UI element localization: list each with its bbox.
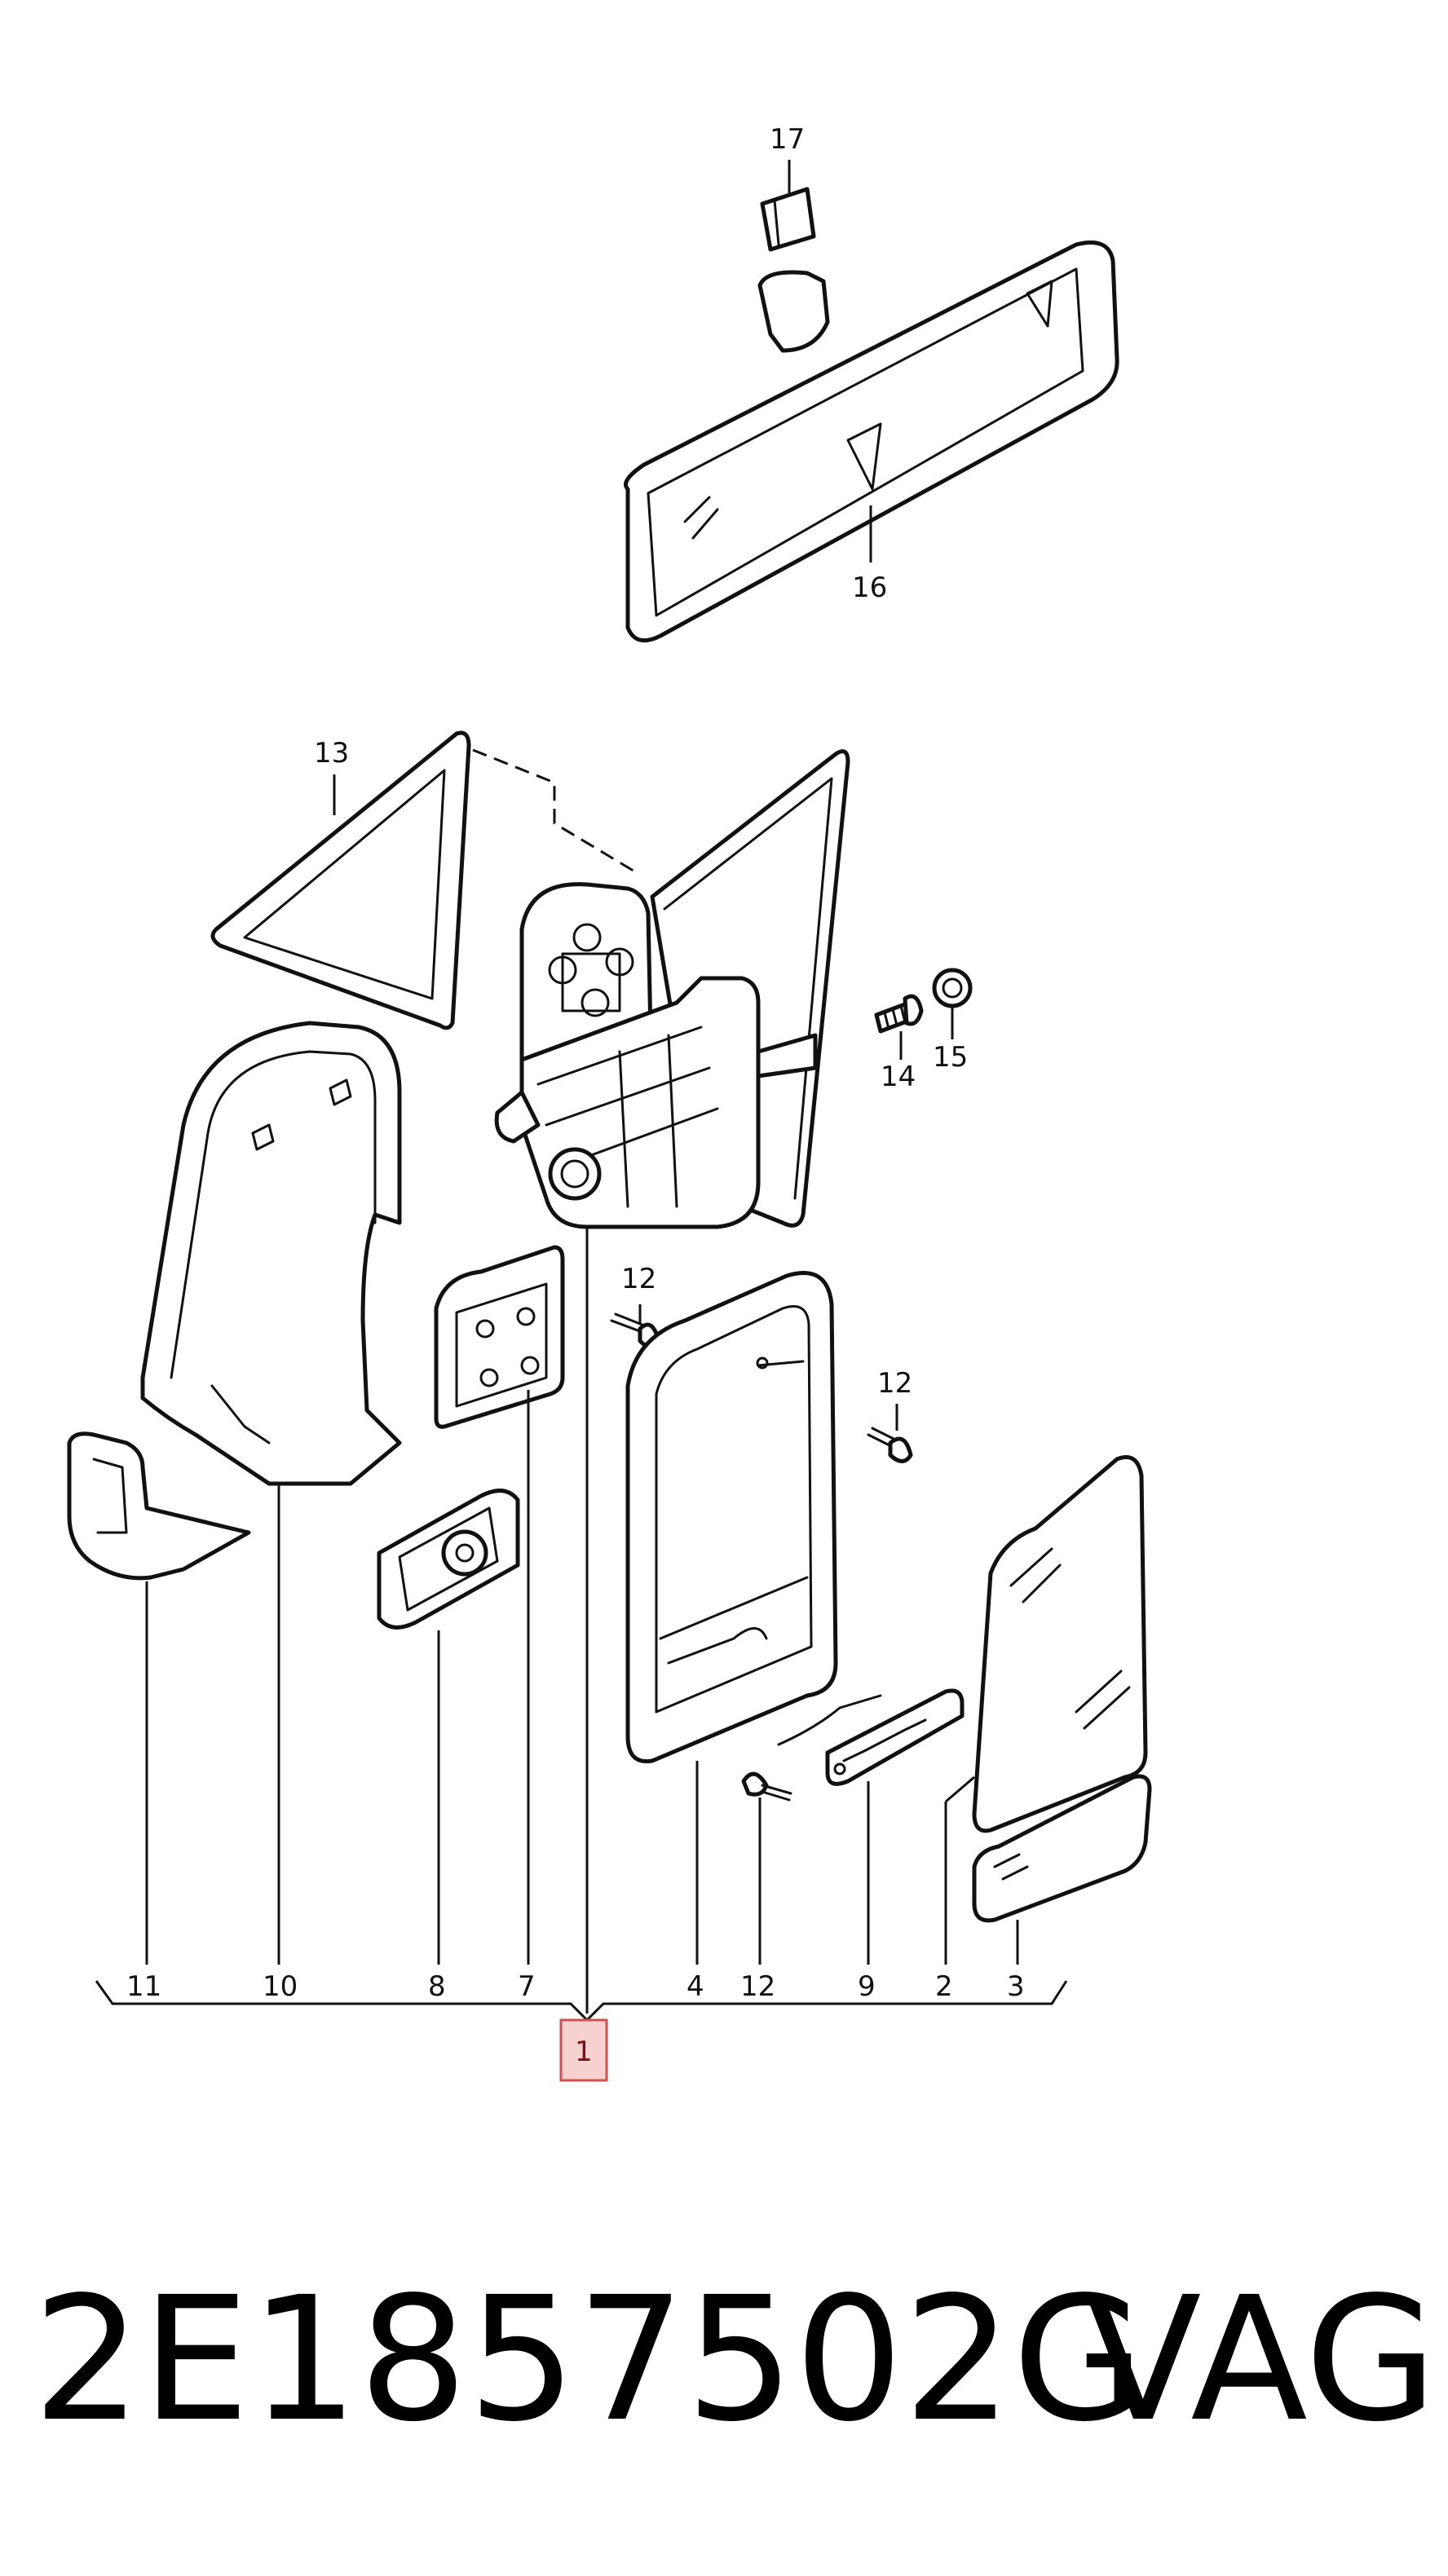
part-13-triangle-trim [210,730,471,1030]
callout-10: 10 [263,1970,298,2003]
callout-9: 9 [858,1970,876,2003]
callout-8: 8 [428,1970,446,2003]
mirror-base-housing [494,749,850,1229]
part-number: 2E1857502G [33,2260,1146,2459]
callout-14: 14 [881,1061,916,1093]
callout-13: 13 [314,737,349,770]
part-8-actuator [377,1489,520,1630]
callout-12c: 12 [740,1970,775,2003]
part-11-lower-cap [67,1431,251,1581]
part-15-nut [932,968,973,1008]
part-4-glass-frame [625,1271,838,1764]
part-14-screw [874,994,924,1034]
part-2-upper-glass [972,1455,1148,1833]
part-16-interior-mirror [624,240,1119,643]
part-7-adjuster-plate [434,1245,565,1429]
part-10-mirror-cap [140,1021,402,1486]
assembly-bracket [95,1980,1068,2022]
callout-17: 17 [770,123,805,156]
callout-12a: 12 [621,1263,656,1295]
callout-15: 15 [933,1041,968,1074]
part-3-lower-glass [972,1774,1152,1923]
callout-1-box [559,2018,608,2082]
callout-11: 11 [126,1970,161,2003]
callout-3: 3 [1007,1970,1025,2003]
part-9-connector [777,1688,965,1786]
part-12-screw-b [867,1427,913,1463]
part-17-clip [760,187,816,252]
assembly-dash-1 [472,748,637,874]
callout-4: 4 [686,1970,704,2003]
part-12-screw-c [741,1771,792,1802]
callout-16: 16 [852,571,887,604]
brand-label: VAG [1084,2260,1437,2459]
callout-1: 1 [575,2036,593,2068]
leader-2-bend [945,1775,975,1803]
callout-2: 2 [935,1970,953,2003]
callout-7: 7 [518,1970,536,2003]
callout-12b: 12 [877,1367,912,1400]
